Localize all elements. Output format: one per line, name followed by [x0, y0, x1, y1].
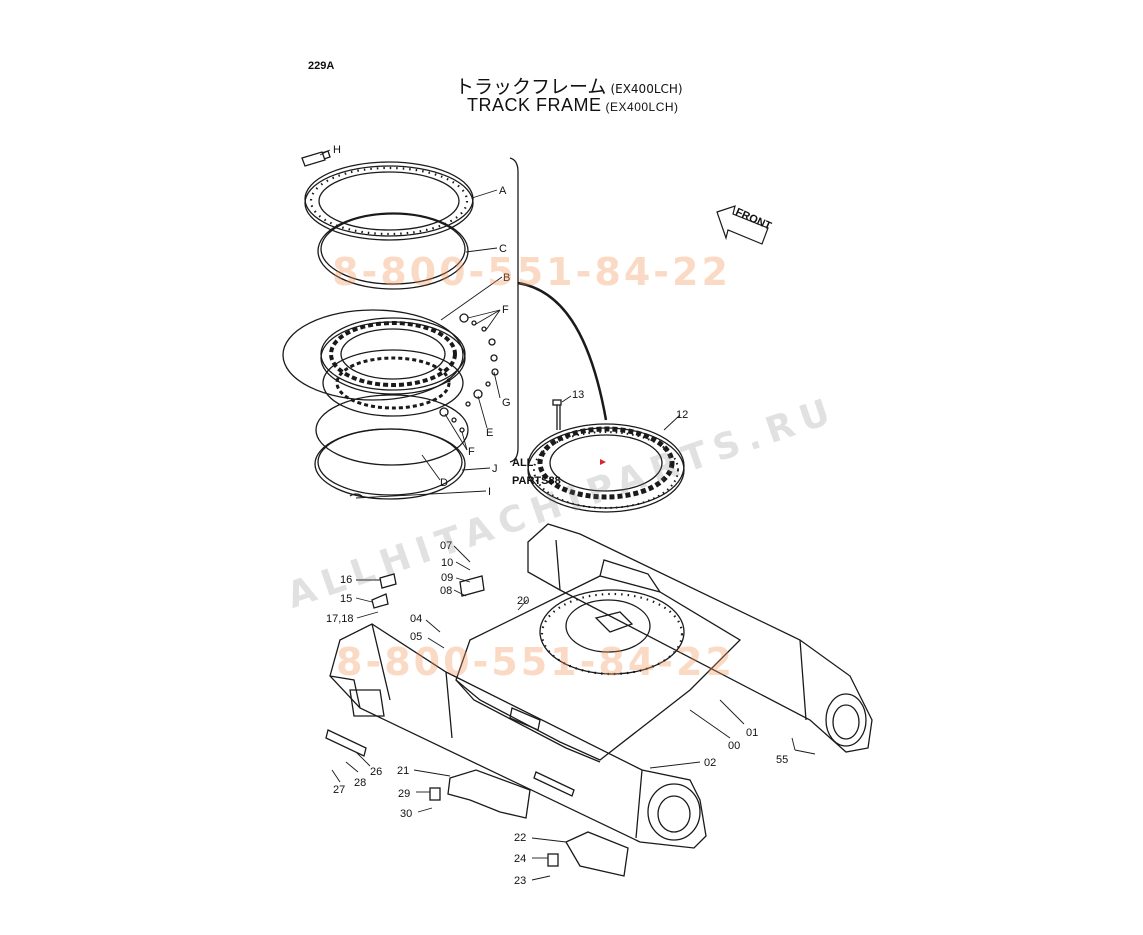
logo-watermark: ALL PARTS88 [512, 457, 561, 487]
callout-label: 29 [398, 788, 410, 800]
callout-label: 13 [572, 389, 584, 401]
track-frame-body [325, 523, 873, 877]
callout-label: 17,18 [326, 613, 354, 625]
seal-d [315, 394, 469, 466]
callout-label: 05 [410, 631, 422, 643]
callout-label: I [488, 486, 491, 498]
callout-label: 20 [517, 595, 529, 607]
position-marker [600, 459, 606, 465]
callout-label: H [333, 144, 341, 156]
callout-label: 15 [340, 593, 352, 605]
callout-label: J [492, 463, 498, 475]
callout-label: 04 [410, 613, 422, 625]
callout-label: 55 [776, 754, 788, 766]
ring-j-inner [317, 428, 463, 496]
logo-top: ALL [512, 457, 534, 469]
title-en-model: (EX400LCH) [605, 100, 679, 114]
callout-label: F [468, 446, 475, 458]
callout-label: 21 [397, 765, 409, 777]
inner-race-b [282, 309, 466, 417]
seal-c-inner [320, 213, 466, 285]
title-japanese: トラックフレーム(EX400LCH) [455, 72, 683, 99]
callout-label: E [486, 427, 493, 439]
callout-label: 26 [370, 766, 382, 778]
callout-label: 07 [440, 540, 452, 552]
seal-c [317, 212, 469, 290]
bolt-h [301, 150, 331, 167]
callout-label: 02 [704, 757, 716, 769]
title-jp-text: トラックフレーム [455, 76, 607, 98]
swing-ring-12 [527, 423, 685, 513]
front-arrow-icon [716, 205, 769, 245]
callout-label: 09 [441, 572, 453, 584]
title-en-text: TRACK FRAME [467, 95, 602, 115]
front-arrow-label: FRONT [734, 206, 774, 232]
logo-bottom: PARTS88 [512, 475, 561, 487]
callout-label: F [502, 304, 509, 316]
callout-label: A [499, 185, 507, 197]
callout-leaders-left [319, 149, 503, 499]
callout-leaders-frame [331, 545, 816, 881]
outer-race-a [304, 161, 474, 241]
callout-label: 00 [728, 740, 740, 752]
callout-labels: H A C B F G E F J D I 13 12 07 10 09 08 … [326, 144, 788, 887]
leader-to-assembly [517, 281, 608, 421]
title-english: TRACK FRAME(EX400LCH) [467, 95, 679, 116]
callout-label: 12 [676, 409, 688, 421]
callout-label: 27 [333, 784, 345, 796]
swing-bearing-group [282, 149, 608, 500]
callout-label: C [499, 243, 507, 255]
callout-label: 16 [340, 574, 352, 586]
callout-label: G [502, 397, 511, 409]
group-bracket [509, 157, 519, 463]
ring-i [349, 493, 363, 497]
callout-label: 10 [441, 557, 453, 569]
callout-label: D [440, 477, 448, 489]
callout-label: B [503, 272, 510, 284]
callout-label: 28 [354, 777, 366, 789]
callout-label: 08 [440, 585, 452, 597]
title-jp-model: (EX400LCH) [610, 82, 683, 96]
callout-label: 23 [514, 875, 526, 887]
bolt-13 [552, 399, 562, 430]
callout-label: 22 [514, 832, 526, 844]
page-code: 229A [308, 60, 335, 72]
callout-label: 30 [400, 808, 412, 820]
callout-label: 24 [514, 853, 526, 865]
callout-label: 01 [746, 727, 758, 739]
